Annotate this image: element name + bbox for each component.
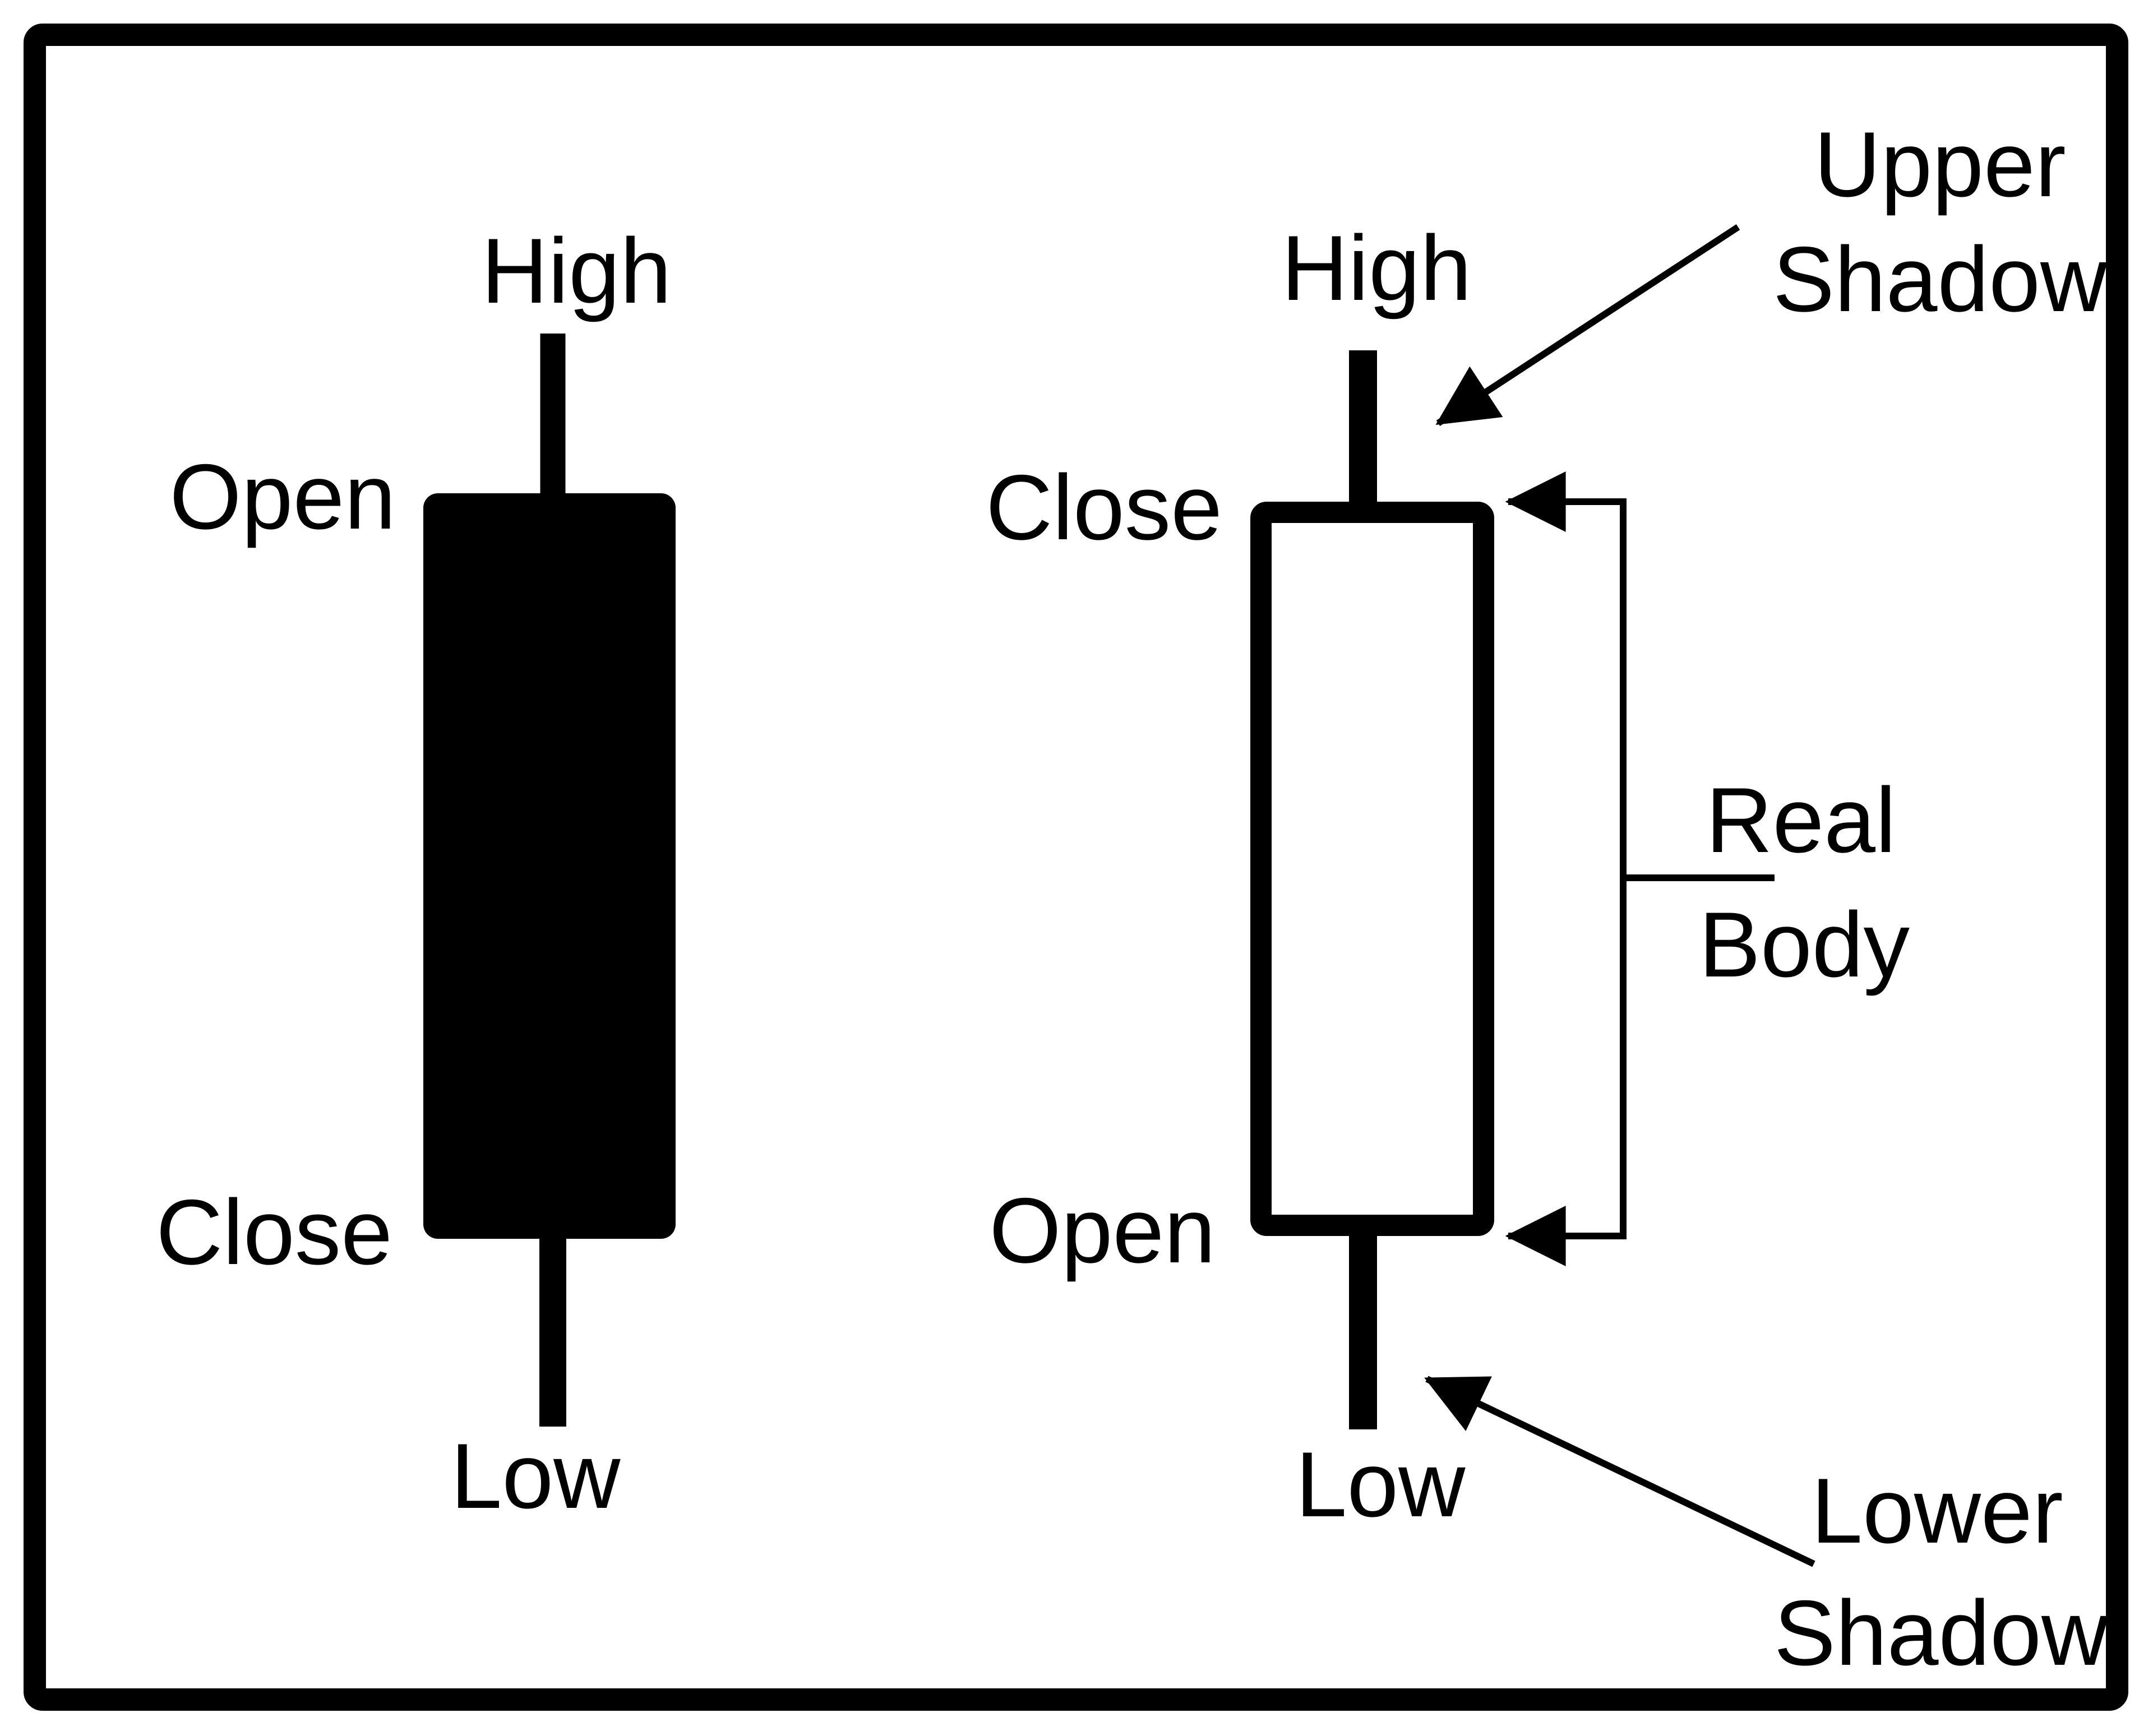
real-body-label-line1: Real bbox=[1706, 769, 1896, 872]
upper-shadow-label-line1: Upper bbox=[1814, 113, 2066, 216]
real-body-callout: Real Body bbox=[1505, 471, 1910, 1266]
left-high-label: High bbox=[481, 219, 671, 322]
left-low-label: Low bbox=[451, 1424, 621, 1527]
left-candlestick: High Open Close Low bbox=[156, 219, 676, 1527]
lower-shadow-callout: Lower Shadow bbox=[1424, 1376, 2109, 1684]
left-open-label: Open bbox=[169, 445, 396, 548]
upper-shadow-callout: Upper Shadow bbox=[1435, 113, 2108, 427]
right-close-label: Close bbox=[986, 456, 1222, 559]
lower-shadow-label-line1: Lower bbox=[1811, 1459, 2063, 1562]
real-body-label-line2: Body bbox=[1699, 893, 1910, 996]
upper-shadow-arrow bbox=[1435, 224, 1740, 427]
right-candlestick: High Close Open Low bbox=[986, 216, 1494, 1536]
lower-shadow-arrow bbox=[1424, 1376, 1815, 1567]
left-candle-body-filled bbox=[423, 493, 676, 1239]
lower-shadow-label-line2: Shadow bbox=[1774, 1581, 2109, 1684]
upper-shadow-label-line2: Shadow bbox=[1773, 228, 2108, 331]
right-low-label: Low bbox=[1296, 1433, 1466, 1536]
right-high-label: High bbox=[1281, 216, 1471, 320]
right-candle-body-hollow bbox=[1250, 502, 1494, 1236]
right-open-label: Open bbox=[989, 1179, 1216, 1282]
left-close-label: Close bbox=[156, 1181, 392, 1284]
